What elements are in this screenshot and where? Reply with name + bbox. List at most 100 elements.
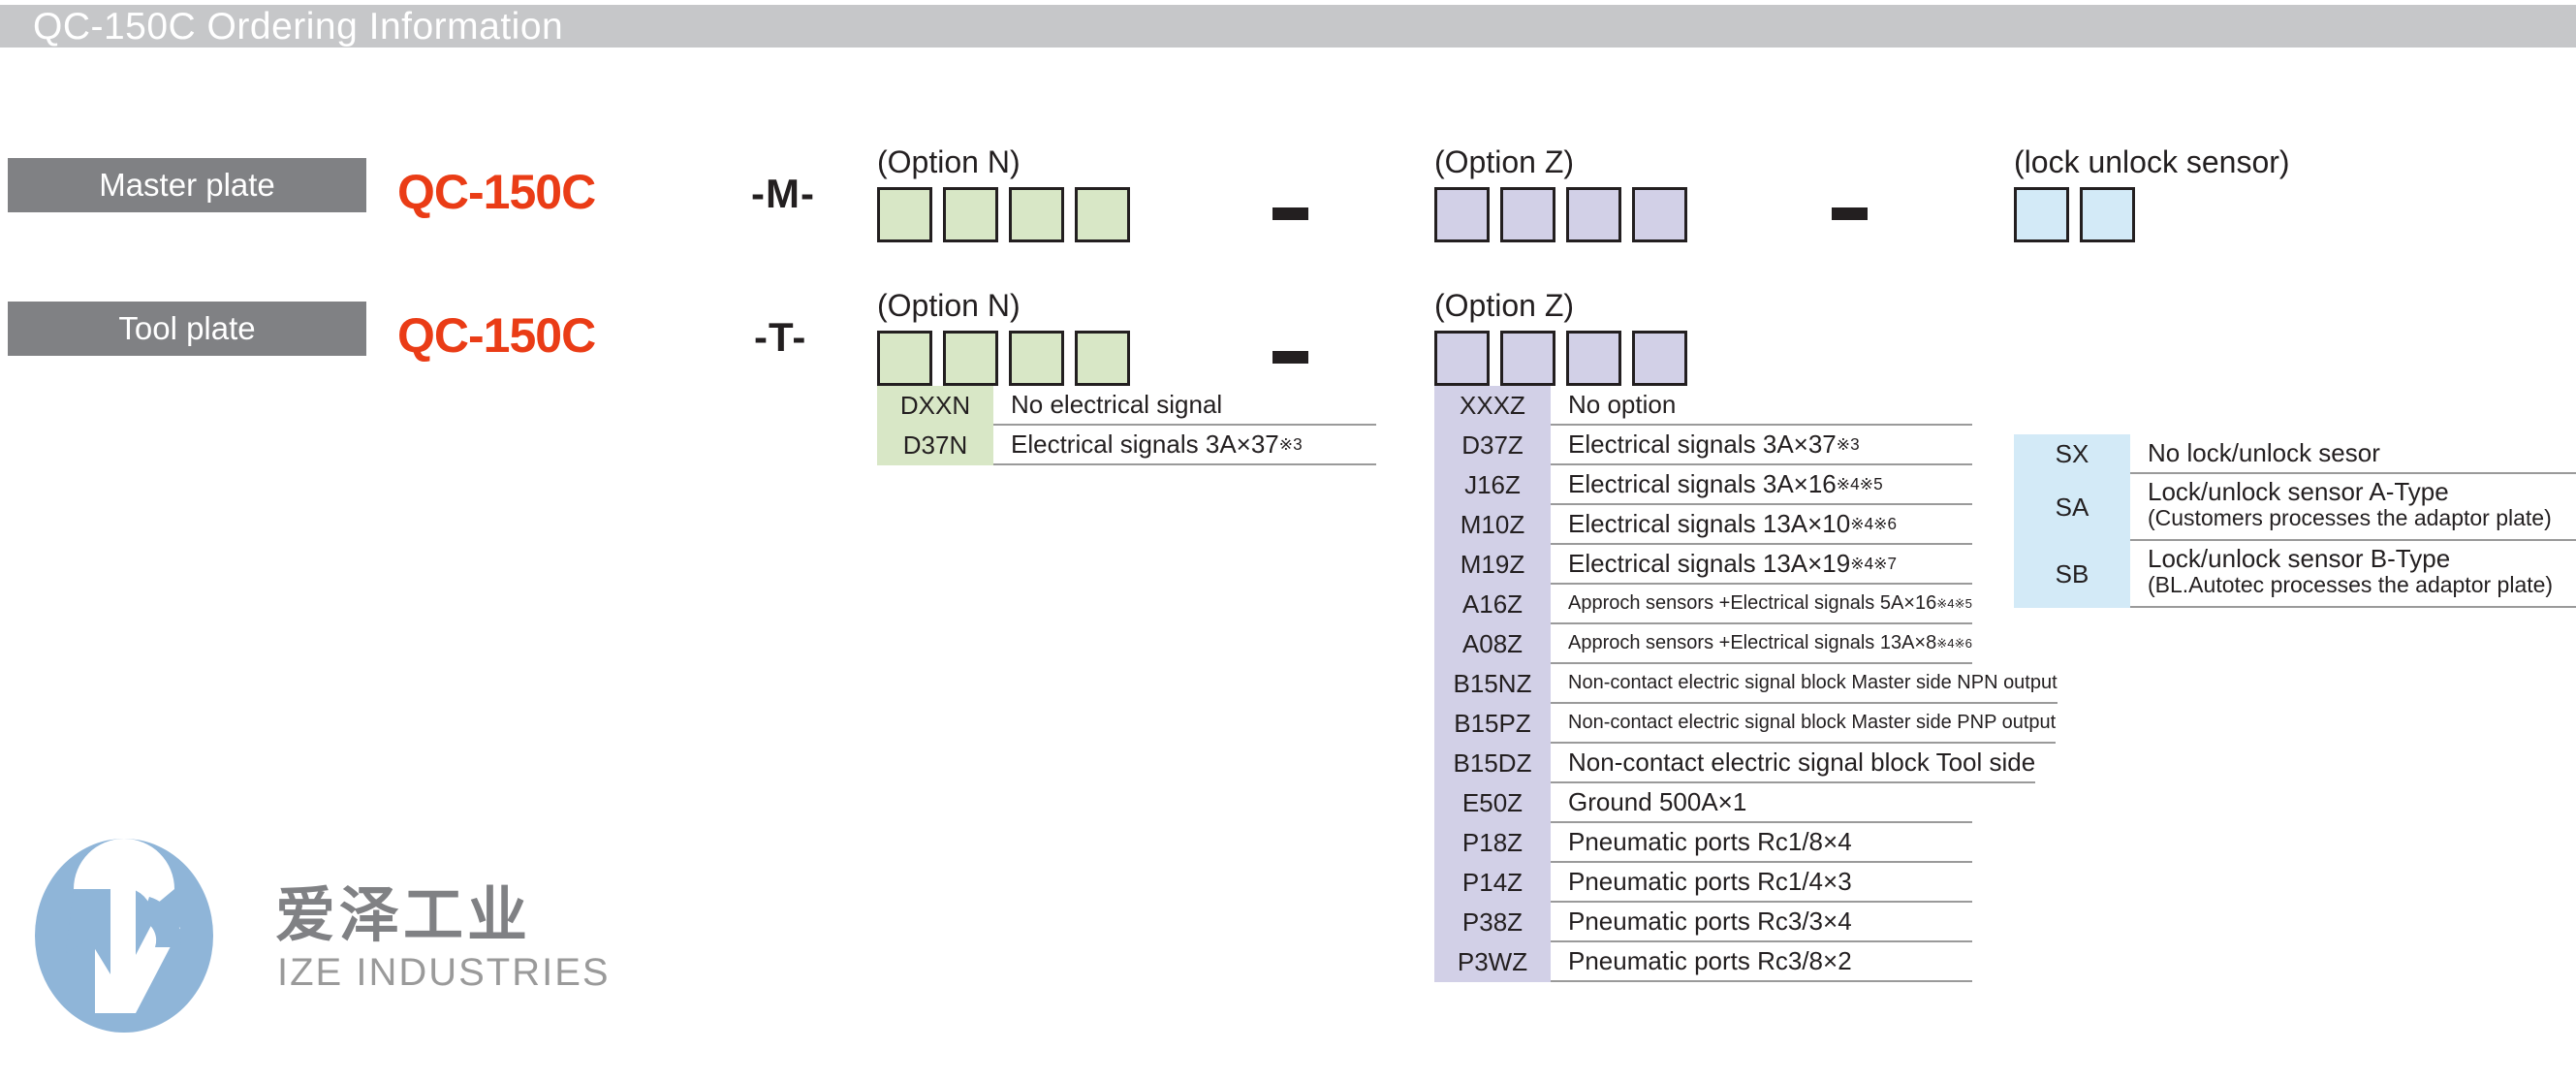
- master-sensor-group: (lock unlock sensor): [2014, 144, 2290, 242]
- legend-code-cell: B15NZ: [1434, 664, 1551, 704]
- tool-option-n-boxes: [877, 331, 1130, 386]
- code-box[interactable]: [1434, 187, 1490, 242]
- legend-code-cell: M19Z: [1434, 545, 1551, 585]
- master-option-z-caption: (Option Z): [1434, 144, 1575, 179]
- legend-code-cell: P3WZ: [1434, 942, 1551, 982]
- legend-code-cell: P18Z: [1434, 823, 1551, 863]
- master-plate-row: Master plate QC-150C -M- (Option N) (Opt…: [0, 97, 2576, 242]
- legend-code-cell: M10Z: [1434, 505, 1551, 545]
- code-box[interactable]: [1632, 187, 1687, 242]
- legend-description-cell: Non-contact electric signal block Tool s…: [1551, 744, 2036, 783]
- legend-code-cell: SX: [2014, 434, 2130, 474]
- code-box[interactable]: [1566, 187, 1621, 242]
- legend-description-cell: Electrical signals 3A×16※4 ※5: [1551, 465, 1972, 505]
- legend-description-cell: Pneumatic ports Rc1/8×4: [1551, 823, 1972, 863]
- tool-option-n-group: (Option N): [877, 288, 1130, 386]
- legend-description-cell: Lock/unlock sensor B-Type(BL.Autotec pro…: [2130, 541, 2576, 608]
- code-box[interactable]: [1075, 187, 1130, 242]
- legend-description-cell: Electrical signals 3A×37※3: [1551, 426, 1972, 465]
- legend-code-cell: SA: [2014, 474, 2130, 541]
- tool-option-z-caption: (Option Z): [1434, 288, 1575, 323]
- code-box[interactable]: [2080, 187, 2135, 242]
- code-box[interactable]: [1075, 331, 1130, 386]
- code-box[interactable]: [943, 187, 998, 242]
- legend-code-cell: B15PZ: [1434, 704, 1551, 744]
- tool-plate-row: Tool plate QC-150C -T- (Option N) (Optio…: [0, 240, 2576, 386]
- separator-dash: [1272, 351, 1308, 364]
- legend-description-cell: Electrical signals 13A×10※4 ※6: [1551, 505, 1972, 545]
- code-box[interactable]: [2014, 187, 2069, 242]
- code-box[interactable]: [1500, 187, 1555, 242]
- tool-model-code: QC-150C: [397, 308, 596, 363]
- master-option-n-caption: (Option N): [877, 144, 1021, 179]
- legend-code-cell: A08Z: [1434, 624, 1551, 664]
- master-sensor-boxes: [2014, 187, 2135, 242]
- legend-description-cell: Electrical signals 3A×37※3: [993, 426, 1376, 465]
- master-sensor-caption: (lock unlock sensor): [2014, 144, 2290, 179]
- legend-description-cell: Pneumatic ports Rc3/3×4: [1551, 903, 1972, 942]
- legend-code-cell: D37Z: [1434, 426, 1551, 465]
- legend-description-cell: Electrical signals 13A×19※4 ※7: [1551, 545, 1972, 585]
- code-box[interactable]: [1566, 331, 1621, 386]
- logo-english-name: IZE INDUSTRIES: [277, 951, 611, 994]
- legend-description-cell: Lock/unlock sensor A-Type(Customers proc…: [2130, 474, 2576, 541]
- page-title-bar: QC-150C Ordering Information: [0, 5, 2576, 48]
- legend-description-cell: No electrical signal: [993, 386, 1376, 426]
- company-logo: 爱泽工业 IZE INDUSTRIES: [35, 839, 713, 1076]
- code-box[interactable]: [877, 331, 932, 386]
- separator-dash: [1832, 207, 1868, 220]
- legend-description-cell: No lock/unlock sesor: [2130, 434, 2576, 474]
- legend-code-cell: E50Z: [1434, 783, 1551, 823]
- legend-code-cell: P38Z: [1434, 903, 1551, 942]
- legend-code-cell: XXXZ: [1434, 386, 1551, 426]
- logo-chinese-name: 爱泽工业: [275, 882, 532, 949]
- legend-description-cell: Non-contact electric signal block Master…: [1551, 664, 2058, 704]
- page-title: QC-150C Ordering Information: [33, 6, 564, 48]
- master-option-n-boxes: [877, 187, 1130, 242]
- legend-code-cell: J16Z: [1434, 465, 1551, 505]
- legend-description-cell: Non-contact electric signal block Master…: [1551, 704, 2057, 744]
- separator-dash: [1272, 207, 1308, 220]
- master-option-z-boxes: [1434, 187, 1687, 242]
- legend-description-cell: Approch sensors +Electrical signals 5A×1…: [1551, 585, 1972, 624]
- code-box[interactable]: [1009, 187, 1064, 242]
- legend-code-cell: P14Z: [1434, 863, 1551, 903]
- code-box[interactable]: [1500, 331, 1555, 386]
- code-box[interactable]: [943, 331, 998, 386]
- legend-description-cell: Pneumatic ports Rc1/4×3: [1551, 863, 1972, 903]
- master-option-z-group: (Option Z): [1434, 144, 1687, 242]
- legend-description-cell: Pneumatic ports Rc3/8×2: [1551, 942, 1972, 982]
- code-box[interactable]: [1009, 331, 1064, 386]
- master-model-code: QC-150C: [397, 165, 596, 219]
- legend-code-cell: DXXN: [877, 386, 993, 426]
- code-box[interactable]: [1632, 331, 1687, 386]
- ize-logo-mark-icon: [35, 839, 213, 1033]
- legend-code-cell: B15DZ: [1434, 744, 1551, 783]
- master-plate-tag: Master plate: [8, 158, 366, 212]
- code-box[interactable]: [1434, 331, 1490, 386]
- code-box[interactable]: [877, 187, 932, 242]
- tool-option-n-caption: (Option N): [877, 288, 1021, 323]
- legend-code-cell: D37N: [877, 426, 993, 465]
- tool-option-z-group: (Option Z): [1434, 288, 1687, 386]
- legend-code-cell: A16Z: [1434, 585, 1551, 624]
- master-type-code: -M-: [751, 171, 815, 216]
